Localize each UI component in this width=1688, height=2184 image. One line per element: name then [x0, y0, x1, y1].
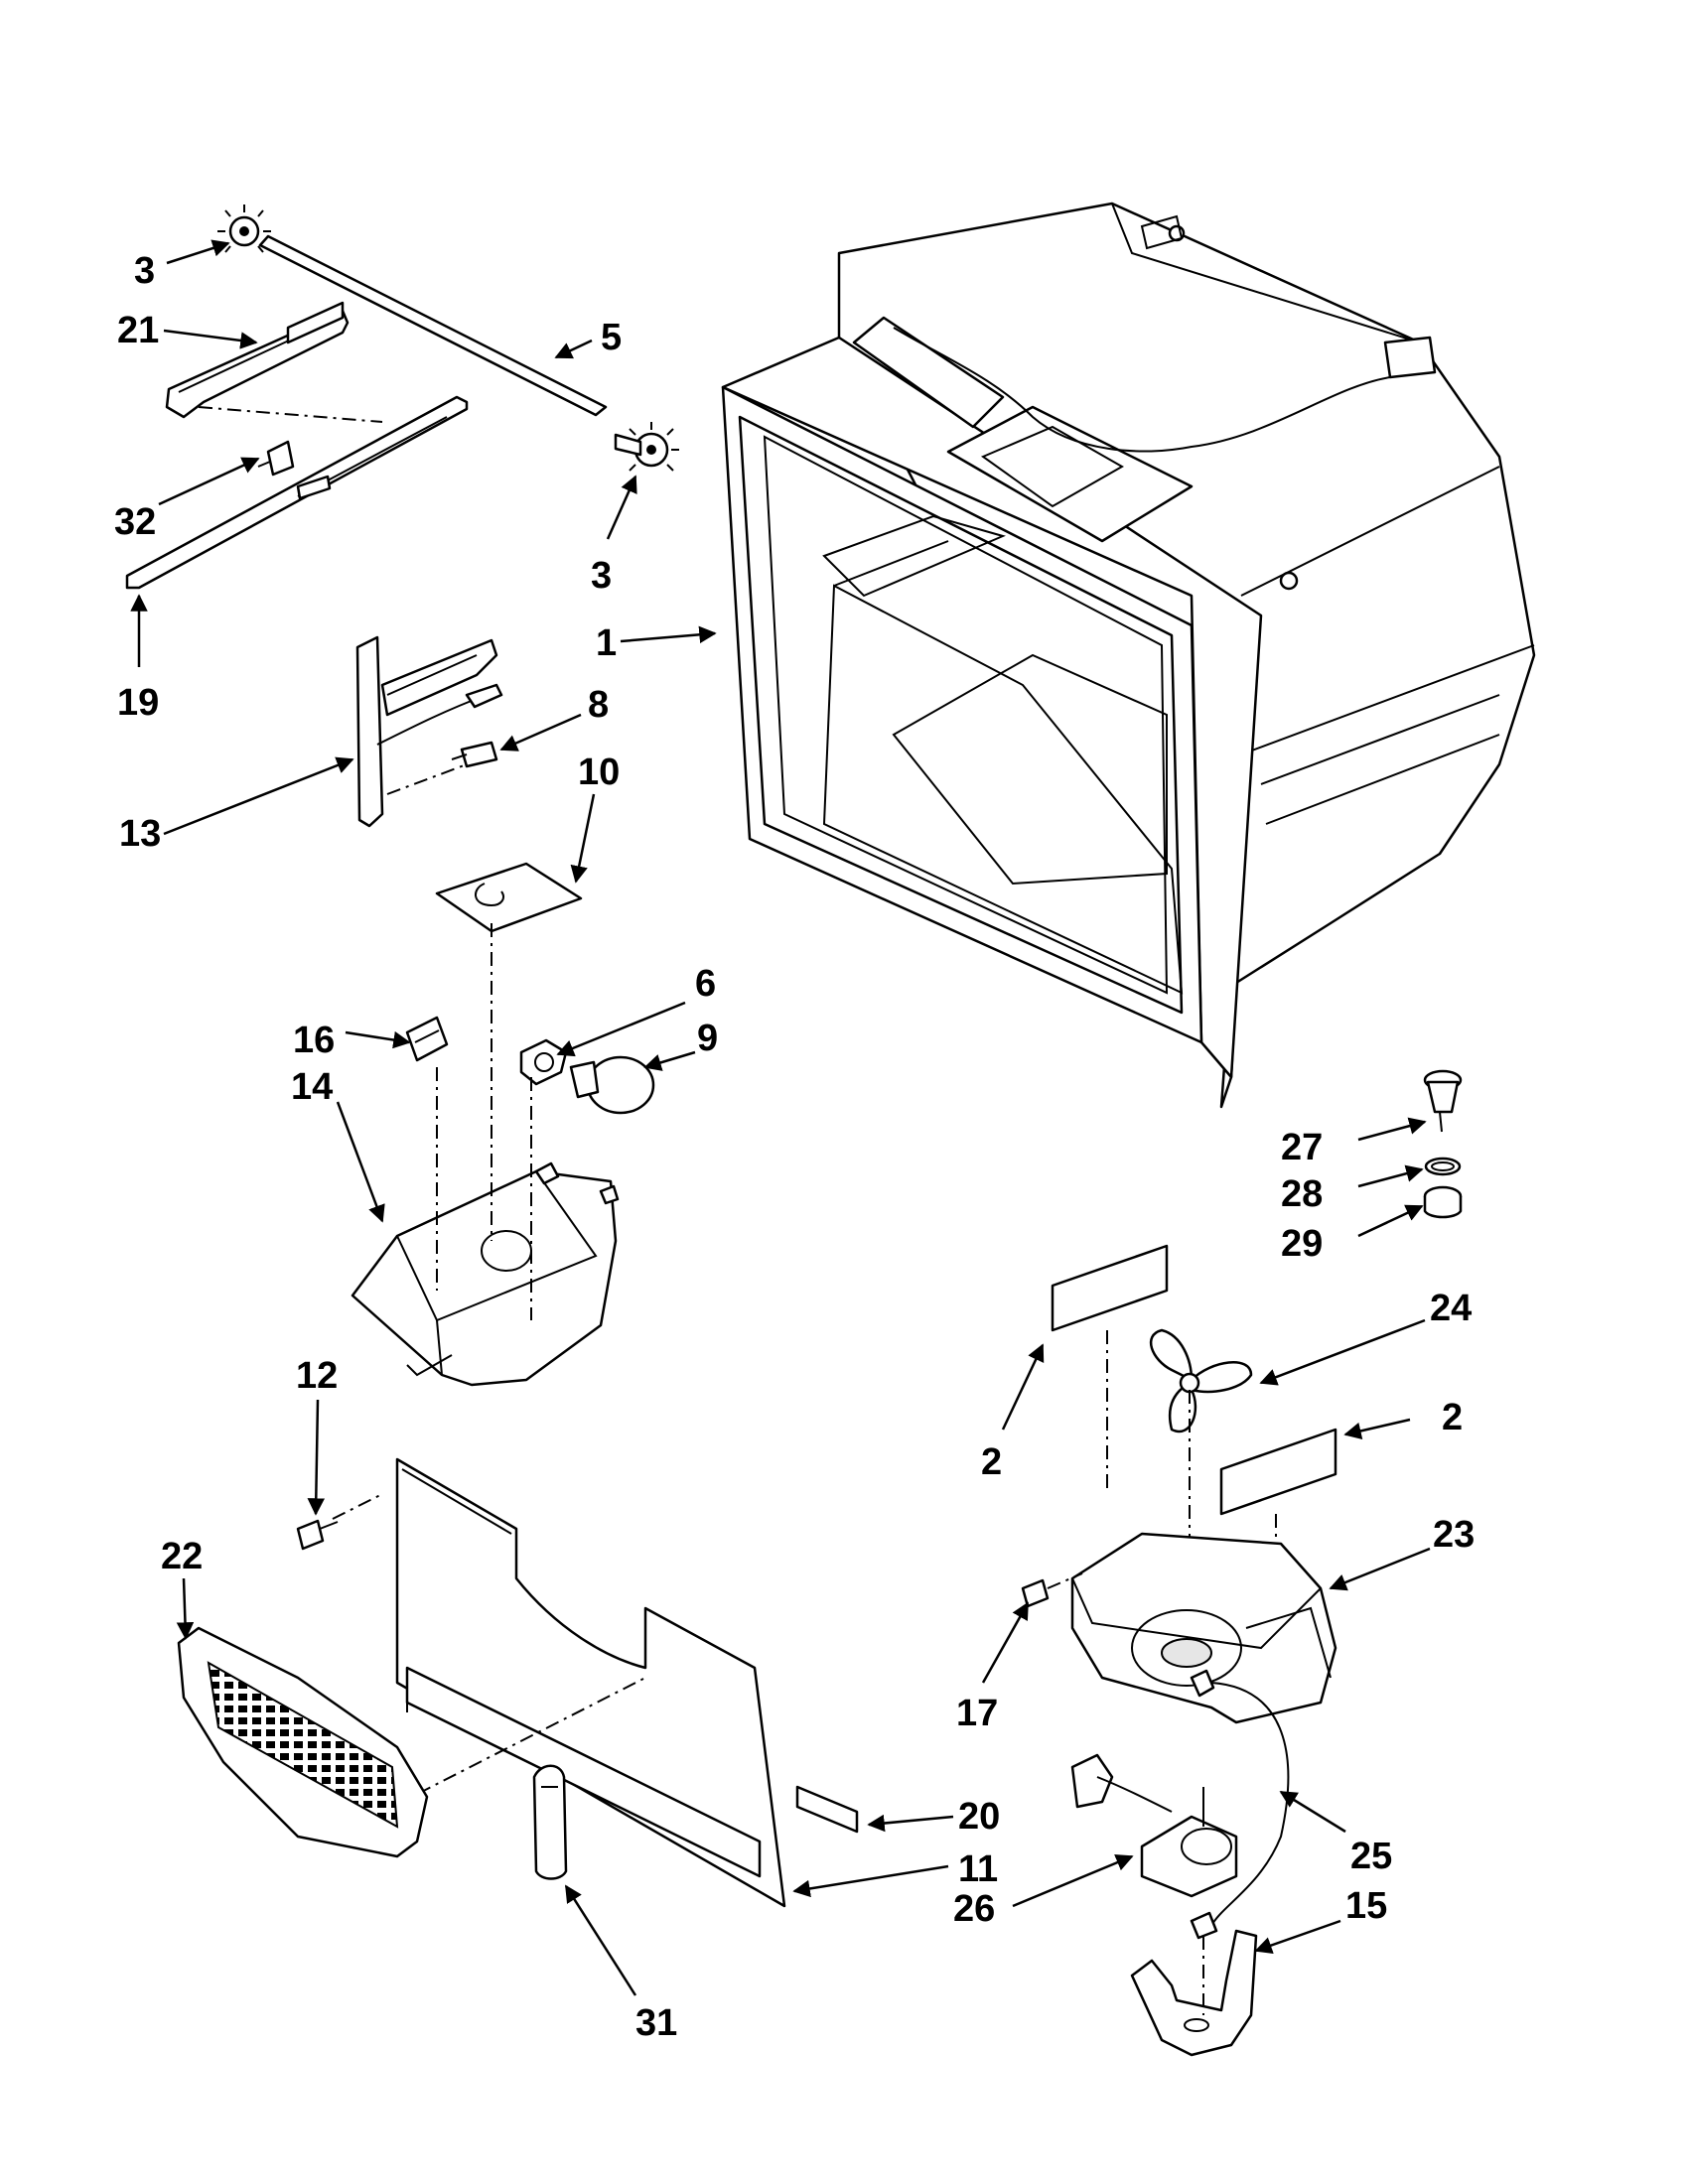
- callout-27: 27: [1281, 1127, 1323, 1168]
- callout-26: 26: [953, 1888, 995, 1930]
- callout-32: 32: [114, 501, 156, 543]
- callout-5: 5: [601, 317, 622, 358]
- fan-shroud-part: [1021, 1532, 1337, 1724]
- leader-lines: [130, 239, 1431, 1996]
- callout-11: 11: [958, 1848, 998, 1890]
- callout-2-left: 2: [981, 1441, 1002, 1483]
- callout-12: 12: [296, 1355, 338, 1397]
- slide-rail-assembly: [125, 301, 469, 590]
- callout-23: 23: [1433, 1514, 1475, 1556]
- callout-14: 14: [291, 1066, 333, 1108]
- motor-bracket-15: [1130, 1929, 1258, 2057]
- callout-16: 16: [293, 1020, 335, 1061]
- callout-19: 19: [117, 682, 159, 724]
- gasket-strip-20: [795, 1785, 859, 1834]
- callout-2-right: 2: [1442, 1397, 1463, 1438]
- callout-28: 28: [1281, 1173, 1323, 1215]
- callout-29: 29: [1281, 1223, 1323, 1265]
- callout-31: 31: [635, 2002, 677, 2044]
- freezer-liner-part: [721, 202, 1536, 1109]
- bracket-part: [355, 635, 503, 828]
- callout-22: 22: [161, 1536, 203, 1577]
- callout-8: 8: [588, 684, 609, 726]
- callout-10: 10: [578, 751, 620, 793]
- callout-3-top: 3: [134, 250, 155, 292]
- callout-21: 21: [117, 310, 159, 351]
- callout-25: 25: [1350, 1836, 1392, 1877]
- callout-13: 13: [119, 813, 161, 855]
- callout-1: 1: [596, 622, 617, 664]
- callout-labels: 3 21 5 32 3 19 1 8 13 10 6 9 16 14 27 28…: [114, 250, 1475, 2044]
- callout-3-bottom: 3: [591, 555, 612, 597]
- callout-6: 6: [695, 963, 716, 1005]
- light-housing-part: [351, 923, 620, 1387]
- grille-part: [177, 1626, 429, 1858]
- clip-part: [532, 1764, 568, 1880]
- callout-17: 17: [956, 1693, 998, 1734]
- light-shield-label: [435, 862, 583, 933]
- fan-motor-part: [1070, 1669, 1290, 1940]
- foam-blocks: [1051, 1244, 1337, 1648]
- screw-12: [296, 1493, 383, 1551]
- fan-blade-part: [1150, 1328, 1253, 1608]
- callout-15: 15: [1345, 1885, 1387, 1927]
- shaft-and-gears: [217, 205, 679, 472]
- drain-parts: [1423, 1069, 1463, 1219]
- callout-20: 20: [958, 1796, 1000, 1838]
- switch-socket-bulb: [405, 1016, 655, 1115]
- rear-panel-part: [391, 1457, 786, 1908]
- callout-24: 24: [1430, 1288, 1472, 1329]
- callout-9: 9: [697, 1018, 718, 1059]
